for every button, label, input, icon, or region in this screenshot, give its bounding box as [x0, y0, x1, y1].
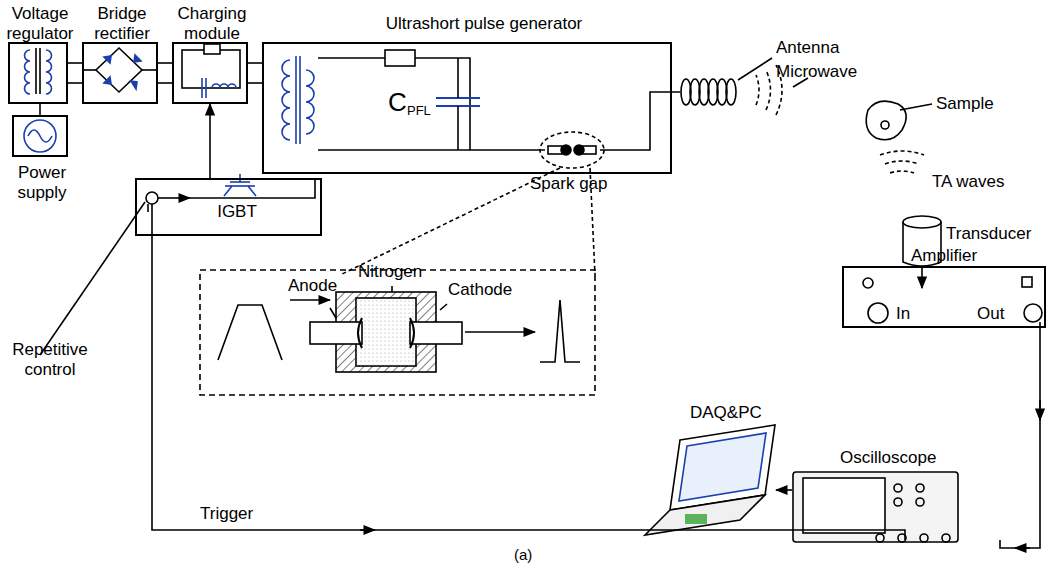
text-label: TA waves	[932, 172, 1022, 192]
wire-connector	[39, 104, 41, 115]
wire-connector	[158, 63, 172, 83]
component-box: Voltage regulator	[8, 42, 68, 104]
text-label: Cathode	[448, 280, 528, 300]
text-label: Nitrogen	[358, 262, 448, 282]
wire-connector	[248, 63, 262, 83]
text-label: Spark gap	[530, 174, 630, 194]
component-label: Charging module	[166, 4, 258, 44]
text-label: Oscilloscope	[840, 448, 960, 468]
component-label: Voltage regulator	[0, 4, 82, 44]
text-label: Anode	[288, 276, 358, 296]
component-label: IGBT	[207, 202, 267, 222]
wire-connector	[209, 104, 211, 178]
text-label: Sample	[936, 94, 1016, 114]
wire-connector	[68, 63, 82, 83]
component-label: Bridge rectifier	[80, 4, 164, 44]
component-label: In	[896, 304, 926, 324]
text-label: Repetitive control	[2, 340, 98, 380]
component-box: IGBT	[135, 178, 322, 236]
text-label: Transducer	[946, 224, 1046, 244]
component-label: Out	[977, 304, 1017, 324]
text-label: Antenna	[776, 38, 866, 58]
text-label: DAQ&PC	[690, 403, 780, 423]
component-box: Ultrashort pulse generator	[262, 42, 672, 174]
text-label: Trigger	[200, 504, 280, 524]
component-box: Bridge rectifier	[82, 42, 158, 104]
component-box: Power supply	[12, 115, 68, 157]
text-label: Microwave	[776, 62, 876, 82]
text-label: (a)	[514, 546, 554, 564]
component-box: Charging module	[172, 42, 248, 104]
component-label: Ultrashort pulse generator	[364, 14, 604, 34]
component-label: Amplifier	[894, 246, 994, 266]
text-label: PFL	[407, 103, 447, 119]
component-label: Power supply	[0, 163, 84, 203]
component-box: AmplifierInOut	[842, 266, 1046, 328]
